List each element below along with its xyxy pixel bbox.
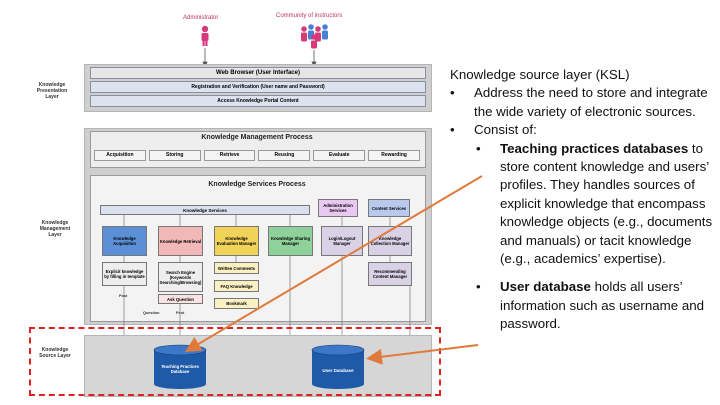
ksl-point-1-text: Address the need to store and integrate … bbox=[474, 85, 708, 119]
km-step: Retrieve bbox=[203, 150, 256, 161]
community-icon bbox=[301, 24, 328, 49]
ksl-point-1: • Address the need to store and integrat… bbox=[450, 84, 718, 121]
administrator-label: Administrator bbox=[183, 15, 219, 21]
diagram-graphics bbox=[201, 24, 328, 67]
administrator-icon bbox=[201, 25, 209, 46]
ksl-sub-1: • Teaching practices databases to store … bbox=[450, 140, 718, 269]
km-process-title: Knowledge Management Process bbox=[201, 134, 313, 141]
km-step: Storing bbox=[148, 150, 201, 161]
ksl-point-2-text: Consist of: bbox=[474, 122, 537, 138]
km-step: Evaluate bbox=[313, 150, 366, 161]
bullet: • bbox=[476, 279, 481, 295]
ksl-sub-2-bold: User database bbox=[500, 279, 591, 295]
km-process-box bbox=[90, 131, 426, 168]
ksl-sub-2-text: holds all users’ information such as use… bbox=[500, 279, 704, 332]
post-label: Post bbox=[119, 294, 128, 298]
bullet: • bbox=[450, 122, 455, 138]
community-label: Community of instructors bbox=[276, 13, 343, 19]
management-layer-label: Knowledge Management Layer bbox=[39, 220, 71, 238]
km-step: Reusing bbox=[258, 150, 311, 161]
web-browser-bar: Web Browser (User Interface) bbox=[90, 67, 426, 79]
source-layer-highlight bbox=[29, 327, 441, 396]
km-step: Acquisition bbox=[94, 150, 146, 161]
ksl-title: Knowledge source layer (KSL) bbox=[450, 67, 630, 82]
km-step: Rewarding bbox=[368, 150, 420, 161]
knowledge-acquisition-box: Knowledge Acquisition bbox=[102, 226, 147, 256]
teaching-db-label: Teaching Practices Database bbox=[161, 364, 199, 374]
teaching-db-icon bbox=[153, 344, 207, 389]
ksl-description: Knowledge source layer (KSL) • Address t… bbox=[450, 66, 718, 334]
presentation-layer-label: Knowledge Presentation Layer bbox=[36, 82, 68, 100]
registration-bar: Registration and Verification (User name… bbox=[90, 81, 426, 93]
user-db-label: User Database bbox=[322, 368, 354, 373]
question-label: Question bbox=[143, 311, 160, 315]
km-steps: Acquisition Storing Retrieve Reusing Eva… bbox=[94, 150, 420, 161]
bullet: • bbox=[450, 85, 455, 101]
bullet: • bbox=[476, 140, 481, 156]
ksl-sub-1-text: to store content knowledge and users’ pr… bbox=[500, 140, 713, 267]
ksl-sub-1-bold: Teaching practices databases bbox=[500, 140, 689, 156]
ksl-point-2: • Consist of: bbox=[450, 121, 718, 139]
explicit-knowledge-box: Explicit knowledge by filling in templat… bbox=[102, 262, 147, 286]
access-bar: Access Knowledge Portal Content bbox=[90, 95, 426, 107]
ksl-sub-2: • User database holds all users’ informa… bbox=[450, 278, 718, 333]
source-layer-label: Knowledge Source Layer bbox=[39, 347, 71, 359]
